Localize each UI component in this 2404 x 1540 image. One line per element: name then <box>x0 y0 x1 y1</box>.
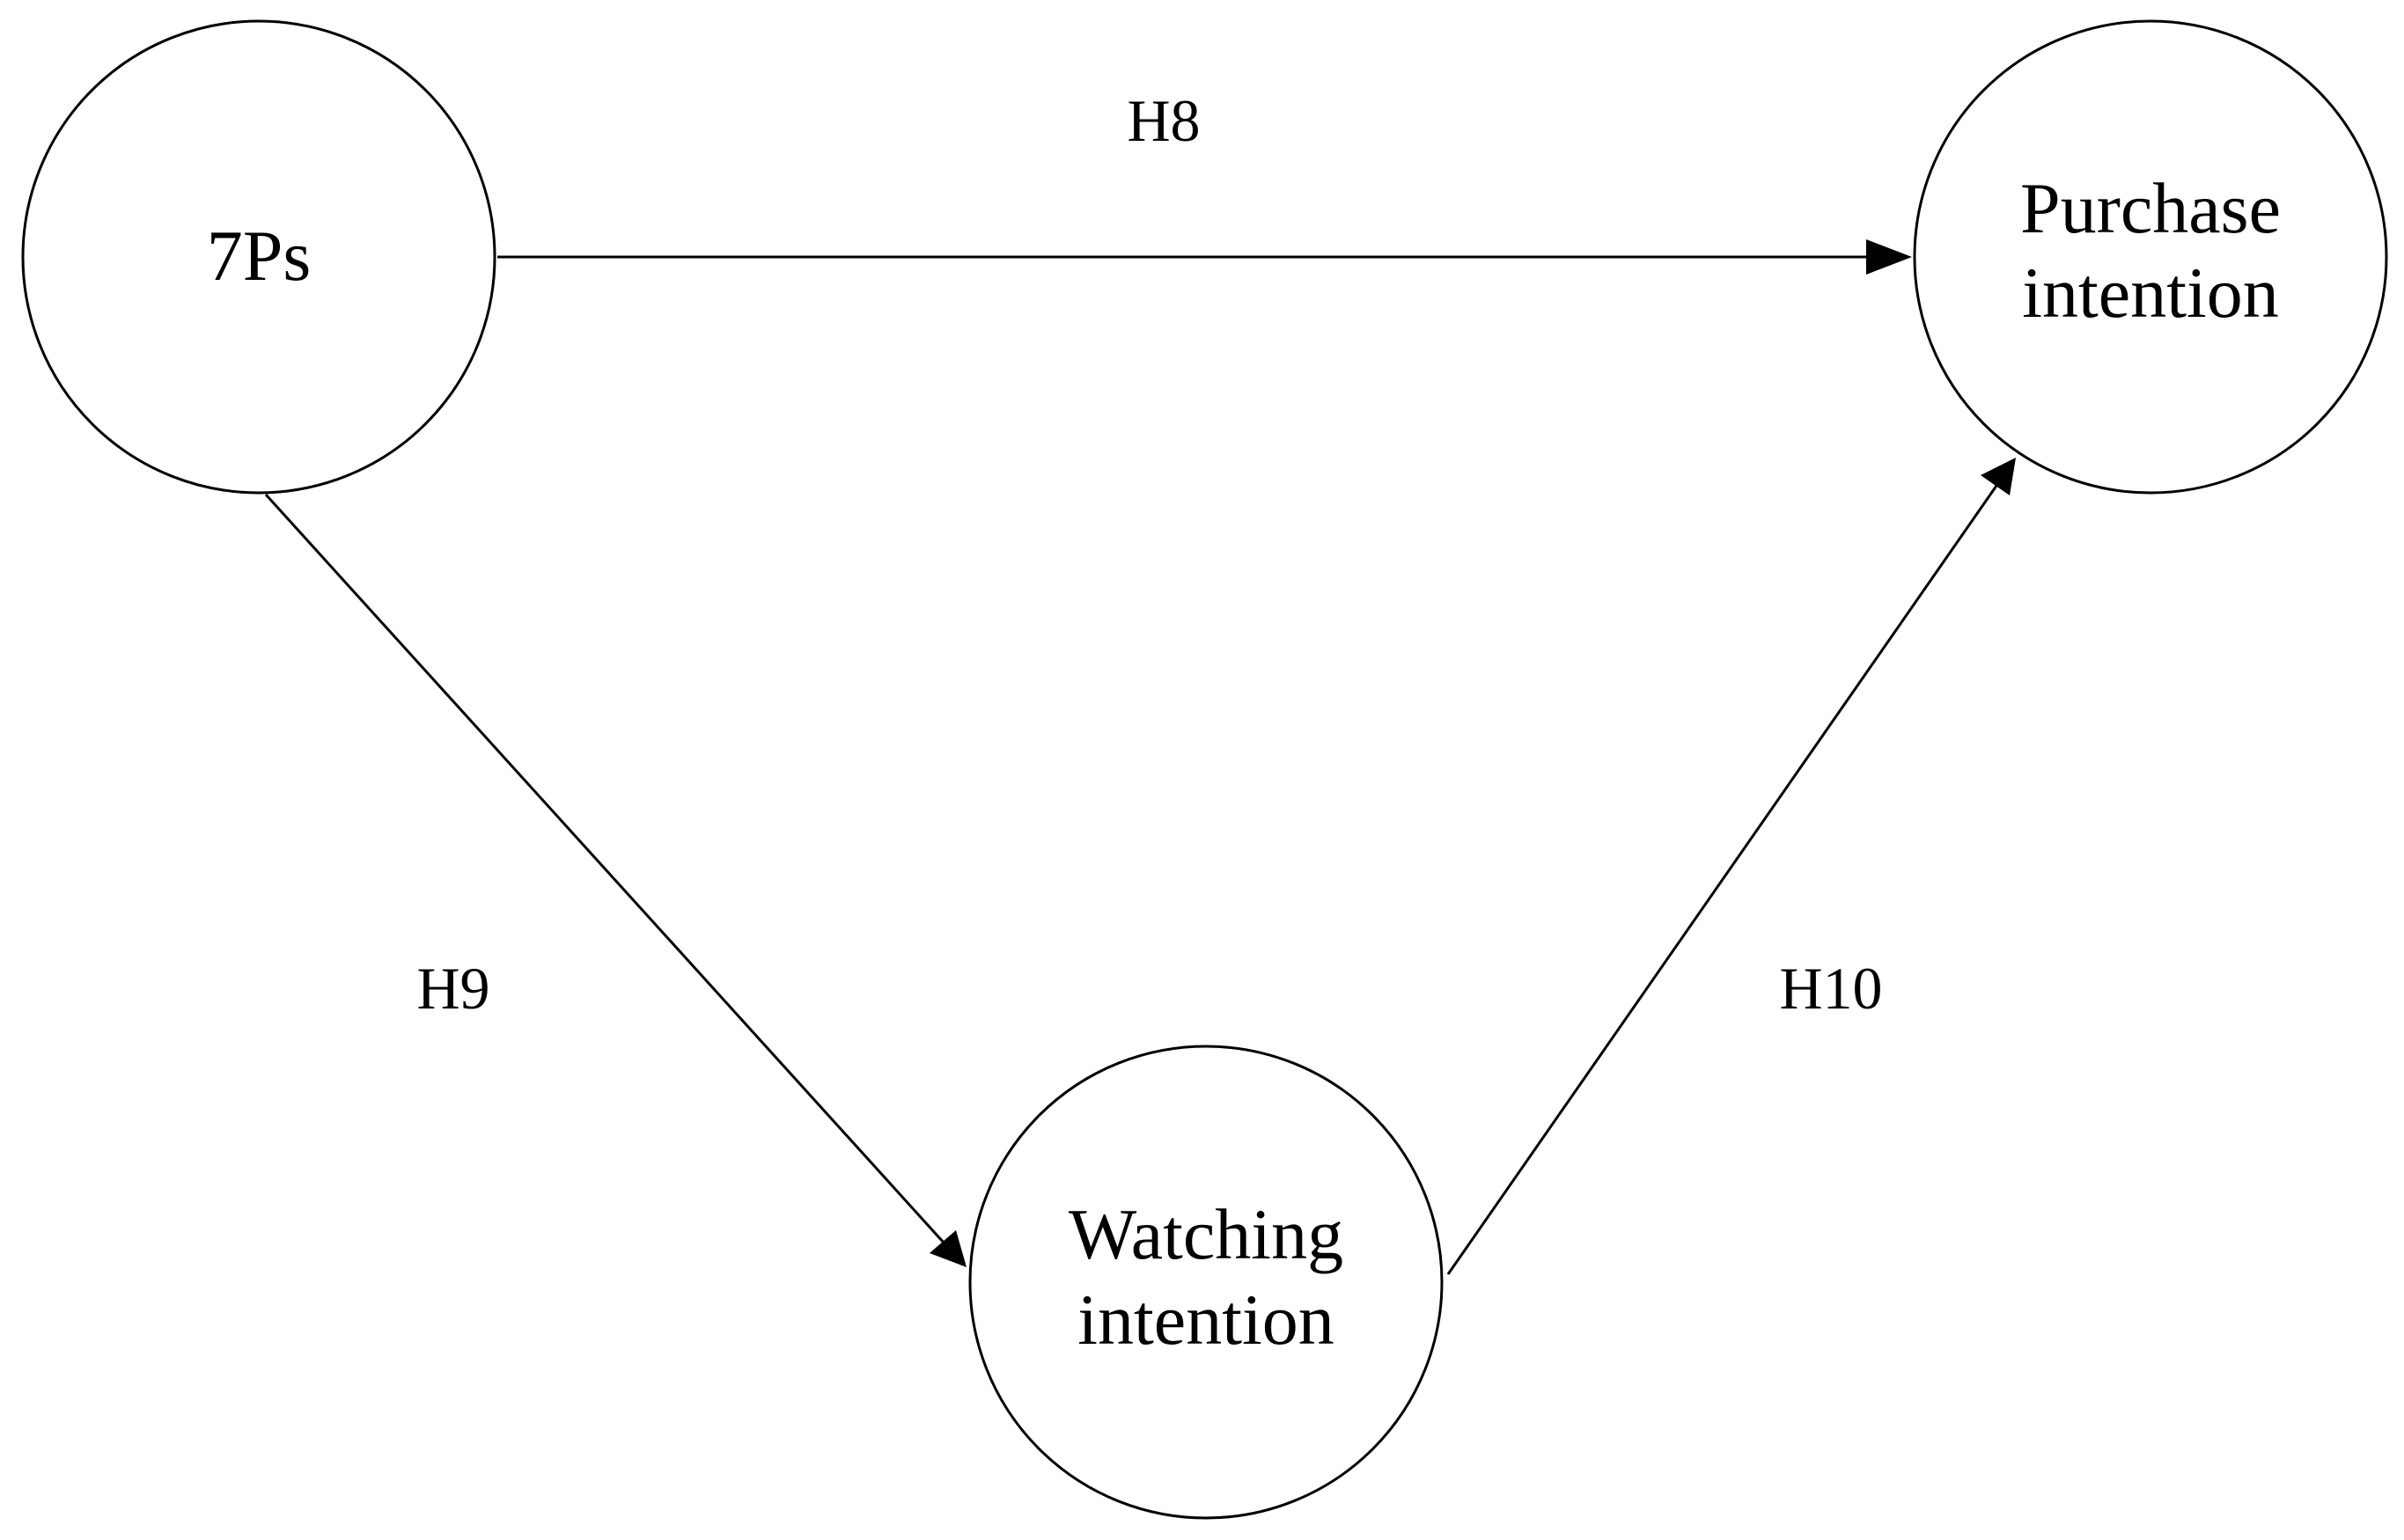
edge-h10-arrowhead <box>1981 458 2016 495</box>
node-7ps-label: 7Ps <box>207 216 312 296</box>
edge-h10 <box>1446 458 2016 1275</box>
node-purchase-intention: Purchase intention <box>1913 19 2388 495</box>
node-watching-intention-label-line1: Watching <box>1069 1194 1343 1274</box>
node-purchase-intention-label-line1: Purchase <box>2020 168 2281 248</box>
edge-h8-label: H8 <box>1127 87 1200 154</box>
edge-h9-line <box>264 493 945 1244</box>
node-purchase-intention-circle <box>1913 19 2388 495</box>
node-purchase-intention-label-line2: intention <box>2022 253 2279 333</box>
edge-h9-arrowhead <box>930 1230 967 1267</box>
edge-h8 <box>497 239 1912 275</box>
node-watching-intention-circle <box>968 1045 1444 1520</box>
edge-h10-label: H10 <box>1779 955 1882 1022</box>
node-watching-intention: Watching intention <box>968 1045 1444 1520</box>
edge-h9-label: H9 <box>416 955 489 1022</box>
edge-h9 <box>264 493 967 1267</box>
edge-h10-line <box>1446 485 1998 1275</box>
node-7ps-circle <box>21 19 496 495</box>
node-watching-intention-label-line2: intention <box>1077 1280 1334 1360</box>
edge-h8-arrowhead <box>1866 239 1912 275</box>
node-7ps: 7Ps <box>21 19 496 495</box>
